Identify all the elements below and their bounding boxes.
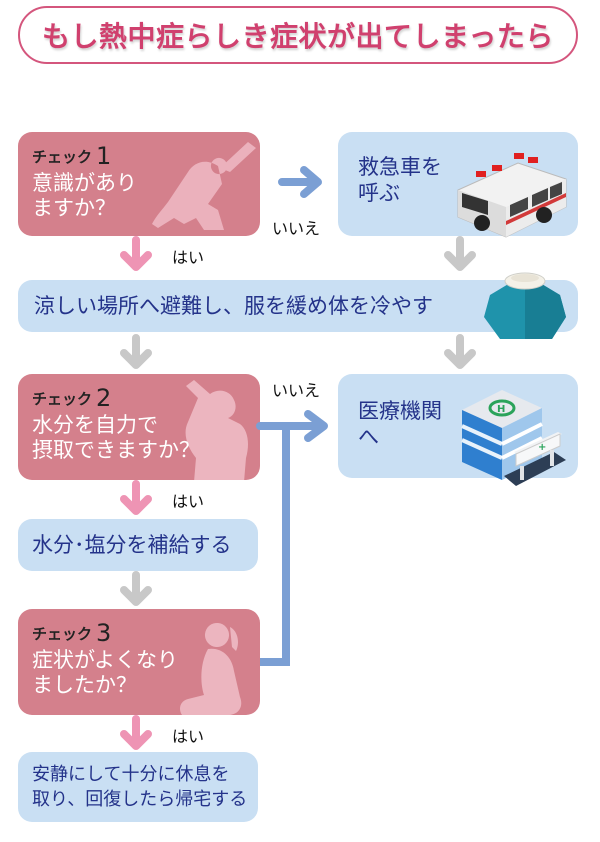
rest-text: 安静にして十分に休息を 取り、回復したら帰宅する (32, 764, 248, 810)
ambulance-icon (457, 153, 567, 238)
sitting-person-icon (180, 622, 242, 715)
flow-arrow-hydrate (120, 571, 152, 606)
hospital-text: 医療機関 へ (358, 399, 442, 449)
title-banner: もし熱中症らしき症状が出てしまったら (18, 6, 578, 64)
flow-arrow-ambulance (444, 236, 476, 271)
action-ambulance: 救急車を 呼ぶ (338, 132, 578, 236)
no-label-2: いいえ (272, 381, 321, 400)
check-1-question: 意識があり ますか？ (32, 171, 137, 220)
svg-text:H: H (497, 404, 505, 415)
yes-arrow-1 (120, 236, 152, 271)
no-arrow-1 (278, 166, 322, 198)
no-label-1: いいえ (272, 219, 321, 238)
no-connector (256, 410, 328, 666)
hydrate-text: 水分･塩分を補給する (32, 533, 232, 557)
collapsed-person-icon (152, 142, 256, 230)
check-3-question: 症状がよくなり ましたか？ (32, 648, 178, 697)
flow-arrow-cool-right (444, 334, 476, 369)
yes-label-2: はい (172, 492, 205, 511)
action-cool-down: 涼しい場所へ避難し、服を緩め体を冷やす (18, 280, 578, 332)
svg-text:+: + (538, 442, 546, 453)
yes-label-1: はい (172, 248, 205, 267)
no-arrow-2 (256, 410, 328, 442)
yes-label-3: はい (172, 727, 205, 746)
no-arrow-3-line (260, 426, 290, 666)
action-hydrate: 水分･塩分を補給する (18, 519, 258, 571)
yes-arrow-2 (120, 480, 152, 515)
ambulance-text: 救急車を 呼ぶ (358, 155, 442, 205)
hospital-icon: H + (461, 390, 566, 486)
cool-down-text: 涼しい場所へ避難し、服を緩め体を冷やす (34, 294, 433, 318)
action-rest: 安静にして十分に休息を 取り、回復したら帰宅する (18, 752, 258, 822)
yes-arrow-3 (120, 715, 152, 750)
flow-arrow-cool-left (120, 334, 152, 369)
drinking-person-icon (185, 380, 248, 480)
ice-bag-icon (484, 272, 566, 339)
check-2-question: 水分を自力で 摂取できますか？ (32, 413, 200, 462)
page-title: もし熱中症らしき症状が出てしまったら (42, 20, 554, 53)
